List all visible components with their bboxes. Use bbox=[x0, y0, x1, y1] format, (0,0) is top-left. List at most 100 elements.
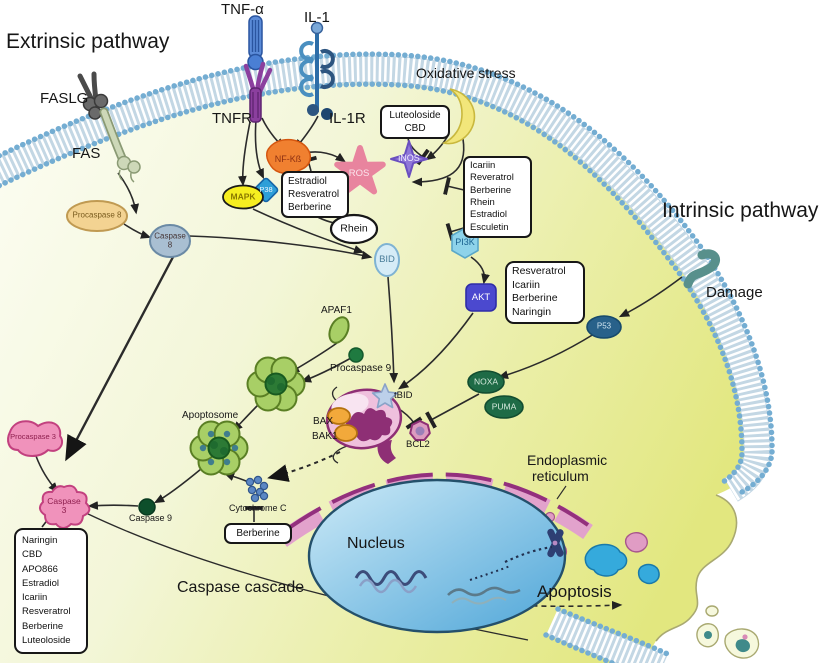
label-tnf-alpha: TNF-α bbox=[221, 1, 264, 18]
box-line: Reveratrol bbox=[470, 172, 514, 184]
box-line: Berberine bbox=[288, 202, 332, 213]
box-nfkb-inhibitors: Estradiol Resveratrol Berberine bbox=[281, 171, 349, 218]
membrane-bleb-outline bbox=[655, 494, 738, 642]
label-apaf1: APAF1 bbox=[321, 305, 352, 316]
label-damage: Damage bbox=[706, 284, 763, 301]
label-bak1: BAK1 bbox=[312, 431, 338, 442]
fas-receptor bbox=[99, 107, 141, 183]
box-line: Naringin bbox=[22, 535, 58, 546]
label-nucleus: Nucleus bbox=[347, 535, 405, 552]
node-label-mapk: MAPK bbox=[230, 191, 256, 202]
node-label-ros: ROS bbox=[348, 167, 370, 179]
tbid-shape bbox=[371, 383, 399, 409]
dna-fragments bbox=[354, 528, 564, 605]
mapk-shape bbox=[222, 184, 264, 210]
box-line: Naringin bbox=[512, 305, 552, 318]
caspase3-line1: Caspase bbox=[47, 495, 81, 506]
noxa-shape bbox=[467, 370, 505, 394]
box-line: Berberine bbox=[22, 620, 64, 632]
label-oxidative-stress: Oxidative stress bbox=[416, 65, 516, 81]
box-line: Berberine bbox=[236, 528, 280, 539]
box-line: Luteoloside bbox=[389, 110, 441, 121]
label-bcl2: BCL2 bbox=[406, 439, 430, 450]
label-il1: IL-1 bbox=[304, 9, 330, 26]
apoptotic-vesicles bbox=[696, 605, 760, 659]
node-label-bid: BID bbox=[379, 253, 395, 265]
faslg-receptor bbox=[77, 71, 109, 120]
procaspase9-shape bbox=[348, 347, 364, 363]
caspase8-line2: 8 bbox=[167, 240, 173, 249]
bcl2-shape bbox=[409, 420, 431, 441]
node-label-p53: P53 bbox=[596, 321, 612, 331]
akt-shape bbox=[465, 283, 497, 312]
procaspase3-shape bbox=[7, 420, 64, 457]
label-cytochrome-c: Cytochrome C bbox=[229, 503, 287, 513]
box-line: Resveratrol bbox=[512, 265, 566, 277]
box-line: Berberine bbox=[470, 184, 512, 196]
box-line: CBD bbox=[22, 549, 43, 561]
box-line: CBD bbox=[404, 123, 426, 134]
label-apoptosis: Apoptosis bbox=[537, 582, 612, 601]
bax-shape bbox=[327, 407, 351, 425]
inos-shape bbox=[390, 140, 428, 178]
label-tnfr: TNFR bbox=[212, 110, 252, 127]
label-caspase9: Caspase 9 bbox=[129, 513, 173, 523]
tnfr-receptor bbox=[243, 61, 273, 123]
cytochrome-c-shape bbox=[245, 475, 269, 503]
node-label-rhein: Rhein bbox=[340, 222, 368, 235]
box-line: APO866 bbox=[22, 563, 58, 575]
label-procaspase9: Procaspase 9 bbox=[330, 363, 392, 374]
caspase8-shape bbox=[149, 224, 191, 258]
label-er-line2: reticulum bbox=[532, 468, 589, 484]
label-il1r: IL-1R bbox=[329, 110, 366, 127]
nfkb-shape bbox=[266, 138, 312, 175]
node-label-caspase3: Caspase 3 bbox=[47, 495, 81, 515]
label-er-line1: Endoplasmic bbox=[527, 452, 608, 468]
label-apoptosome: Apoptosome bbox=[182, 410, 239, 421]
label-intrinsic-pathway: Intrinsic pathway bbox=[662, 199, 819, 222]
label-bax: BAX bbox=[313, 416, 334, 427]
node-label-inos: iNOS bbox=[398, 153, 420, 164]
puma-shape bbox=[484, 395, 524, 419]
box-line: Icariin bbox=[470, 160, 496, 171]
caspase3-line2: 3 bbox=[61, 505, 67, 515]
p53-shape bbox=[586, 315, 622, 339]
box-line: Berberine bbox=[512, 292, 558, 305]
node-label-pi3k: PI3K bbox=[455, 237, 475, 248]
damage-signal bbox=[683, 249, 720, 289]
il1-receptor bbox=[299, 21, 335, 120]
node-label-procaspase3: Procaspase 3 bbox=[10, 431, 56, 441]
procaspase8-shape bbox=[66, 200, 128, 232]
label-extrinsic-pathway: Extrinsic pathway bbox=[6, 30, 170, 53]
rhein-oval bbox=[329, 213, 379, 245]
box-line: Estradiol bbox=[288, 176, 327, 187]
node-label-noxa: NOXA bbox=[473, 376, 499, 387]
bid-shape bbox=[374, 243, 400, 277]
label-tbid: tBID bbox=[394, 390, 413, 401]
tnf-ligand bbox=[247, 15, 264, 71]
box-luteoloside-cbd: Luteoloside CBD bbox=[380, 105, 450, 139]
node-label-nfkb: NF-Kß bbox=[274, 154, 302, 165]
node-label-caspase8: Caspase 8 bbox=[154, 232, 186, 249]
box-line: Icariin bbox=[512, 278, 541, 291]
box-line: Resveratrol bbox=[22, 606, 71, 618]
label-fas: FAS bbox=[72, 145, 101, 162]
node-label-akt: AKT bbox=[471, 291, 491, 303]
apaf1-shape bbox=[328, 316, 350, 344]
box-line: Rhein bbox=[470, 197, 495, 209]
box-inos-inhibitors: Icariin Reveratrol Berberine Rhein Estra… bbox=[463, 156, 532, 239]
label-faslg: FASLG bbox=[40, 90, 89, 107]
nucleus-shape bbox=[307, 478, 567, 634]
box-line: Estradiol bbox=[22, 577, 59, 589]
caspase9-shape bbox=[138, 498, 156, 516]
label-caspase-cascade: Caspase cascade bbox=[177, 579, 305, 596]
box-line: Resveratrol bbox=[288, 189, 340, 200]
node-label-p38: P38 bbox=[259, 184, 273, 194]
cell-membrane bbox=[0, 51, 775, 663]
node-label-puma: PUMA bbox=[491, 401, 517, 412]
box-berberine: Berberine bbox=[224, 523, 292, 544]
box-akt-modulators: Resveratrol Icariin Berberine Naringin bbox=[505, 261, 585, 324]
box-line: Esculetin bbox=[470, 221, 509, 233]
apoptosome-shape-1 bbox=[246, 356, 306, 412]
